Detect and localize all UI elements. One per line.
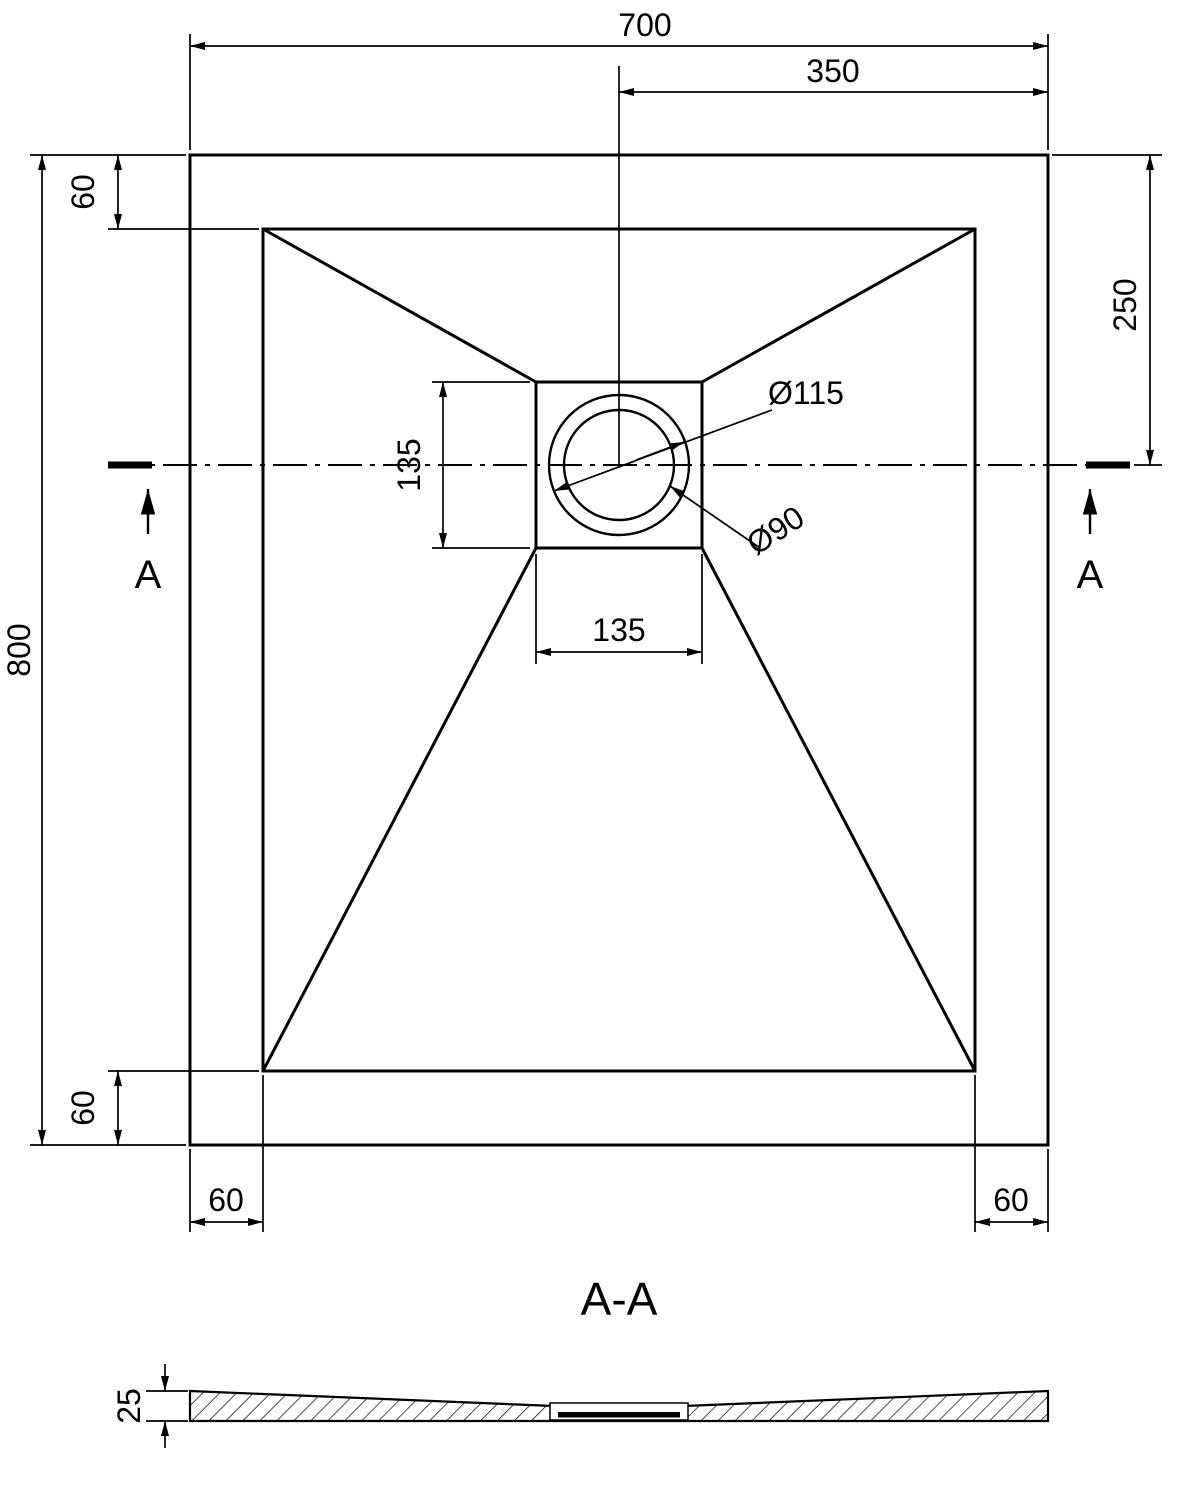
- dim-label-60-bottom: 60: [65, 1090, 101, 1126]
- dim-label-dia90: Ø90: [740, 499, 810, 562]
- dimensions: 700 350 60 250 135: [1, 7, 1162, 1232]
- drain-outlet-plate: [558, 1412, 680, 1418]
- dim-label-dia115: Ø115: [768, 375, 844, 411]
- section-letter-right: A: [1077, 553, 1104, 597]
- dim-label-800: 800: [1, 623, 37, 676]
- dim-drain-outer-diameter: Ø115: [553, 375, 844, 492]
- dim-center-to-edge: 350: [619, 53, 1048, 96]
- slope-edge-top-right: [701, 227, 976, 384]
- dim-label-60-top: 60: [65, 174, 101, 210]
- dim-label-135-v: 135: [391, 438, 427, 491]
- dim-label-135-h: 135: [592, 612, 645, 648]
- leader-line: [669, 485, 761, 549]
- dim-top-inset: 60: [30, 154, 259, 230]
- dim-thickness: 25: [111, 1364, 188, 1448]
- leader-arrow-segment: [635, 441, 685, 461]
- dim-drain-inner-diameter: Ø90: [669, 485, 811, 562]
- top-view: [108, 66, 1130, 1147]
- dim-drain-square-width: 135: [535, 554, 703, 664]
- dim-label-25: 25: [111, 1388, 147, 1424]
- section-markers: A A: [135, 489, 1104, 597]
- dim-label-60-right: 60: [993, 1182, 1029, 1218]
- dim-drain-from-top: 250: [1052, 154, 1162, 466]
- dim-label-350: 350: [806, 53, 859, 89]
- dim-label-700: 700: [618, 7, 671, 43]
- slope-edge-bottom-left: [261, 547, 538, 1072]
- dim-bottom-inset: 60: [65, 1070, 259, 1145]
- dim-drain-square-height: 135: [391, 381, 530, 549]
- dim-label-250: 250: [1107, 278, 1143, 331]
- dim-bottom-margin-left: 60: [189, 1075, 264, 1232]
- dim-label-60-left: 60: [208, 1182, 244, 1218]
- slope-edge-bottom-right: [700, 547, 977, 1072]
- section-view: A-A 25: [111, 1273, 1050, 1448]
- section-title: A-A: [581, 1273, 658, 1325]
- dim-overall-width: 700: [189, 7, 1049, 150]
- section-letter-left: A: [135, 553, 162, 597]
- dim-overall-height: 800: [1, 155, 186, 1146]
- slope-edge-top-left: [262, 227, 537, 384]
- dim-bottom-margin-right: 60: [974, 1075, 1049, 1232]
